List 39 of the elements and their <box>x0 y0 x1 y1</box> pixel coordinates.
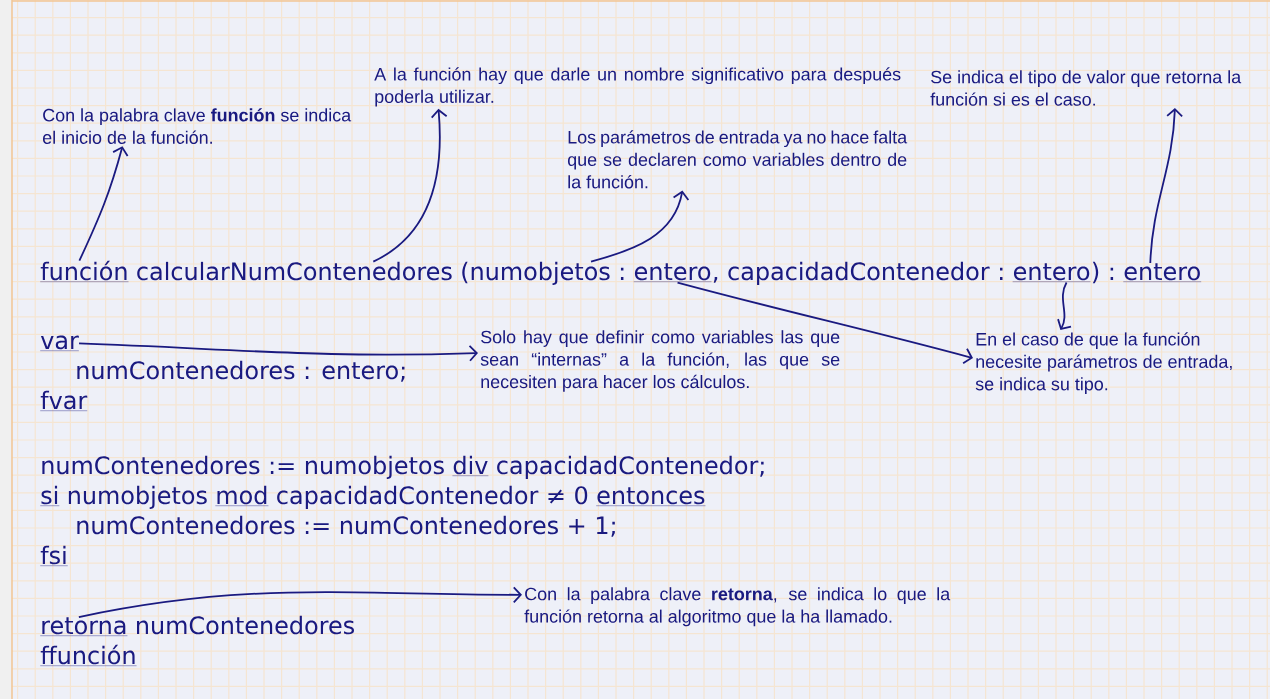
code-text: mod <box>215 485 269 506</box>
code-text: fvar <box>40 390 88 411</box>
arrow <box>78 342 478 362</box>
arrow <box>1057 281 1072 330</box>
code-text: numContenedores := numobjetos <box>42 455 444 479</box>
code-text: capacidadContenedor ≠ 0 <box>277 485 588 509</box>
code-text: entero <box>633 263 712 282</box>
arrow <box>372 108 448 263</box>
code-text: , capacidadContenedor : <box>713 261 1003 285</box>
note-text: En el caso de que la función necesite parámetros de entrada, se indica su tipo. <box>975 332 1232 394</box>
code-text: entonces <box>595 487 706 506</box>
code-text: fsi <box>40 545 68 566</box>
code-text: retorna <box>40 617 128 636</box>
note-text: Se indica el tipo de valor que retorna la función si es el caso. <box>930 70 1242 106</box>
code-text: entero <box>1123 263 1202 282</box>
code-text: entero <box>1012 263 1091 282</box>
code-text: div <box>452 455 489 476</box>
code-text: calcularNumContenedores <box>137 261 452 281</box>
arrow <box>590 190 690 263</box>
code-text: numContenedores := numContenedores + 1; <box>77 515 615 537</box>
code-text: numContenedores <box>137 615 354 635</box>
code-text: numContenedores : entero; <box>77 360 405 382</box>
code-text: capacidadContenedor; <box>497 455 764 479</box>
arrow <box>77 586 522 618</box>
code-text: : <box>620 267 624 280</box>
code-text: función <box>40 260 129 282</box>
code-text: numobjetos <box>68 485 207 509</box>
note-text: Con la palabra clave función se indica el inicio de la función. <box>42 108 352 144</box>
code-text: var <box>40 335 80 351</box>
note-text: A la función hay que darle un nombre significativo para después poderla utilizar. <box>374 67 901 107</box>
note-text: Los parámetros de entrada ya no hace falta que se declaren como variables dentro de la función. <box>567 130 908 189</box>
note-text: Con la palabra clave retorna, se indica lo que la función retorna al algoritmo que la ha llamado. <box>524 587 951 627</box>
code-text: ) : <box>1092 261 1114 284</box>
code-text: si <box>40 485 60 506</box>
note-text: Solo hay que definir como variables las que sean “internas” a la función, las que se necesiten para hacer los cálculos. <box>480 330 840 392</box>
arrow <box>676 281 973 365</box>
code-text: (numobjetos <box>462 261 610 285</box>
arrow <box>78 146 129 262</box>
arrow <box>1149 107 1184 264</box>
